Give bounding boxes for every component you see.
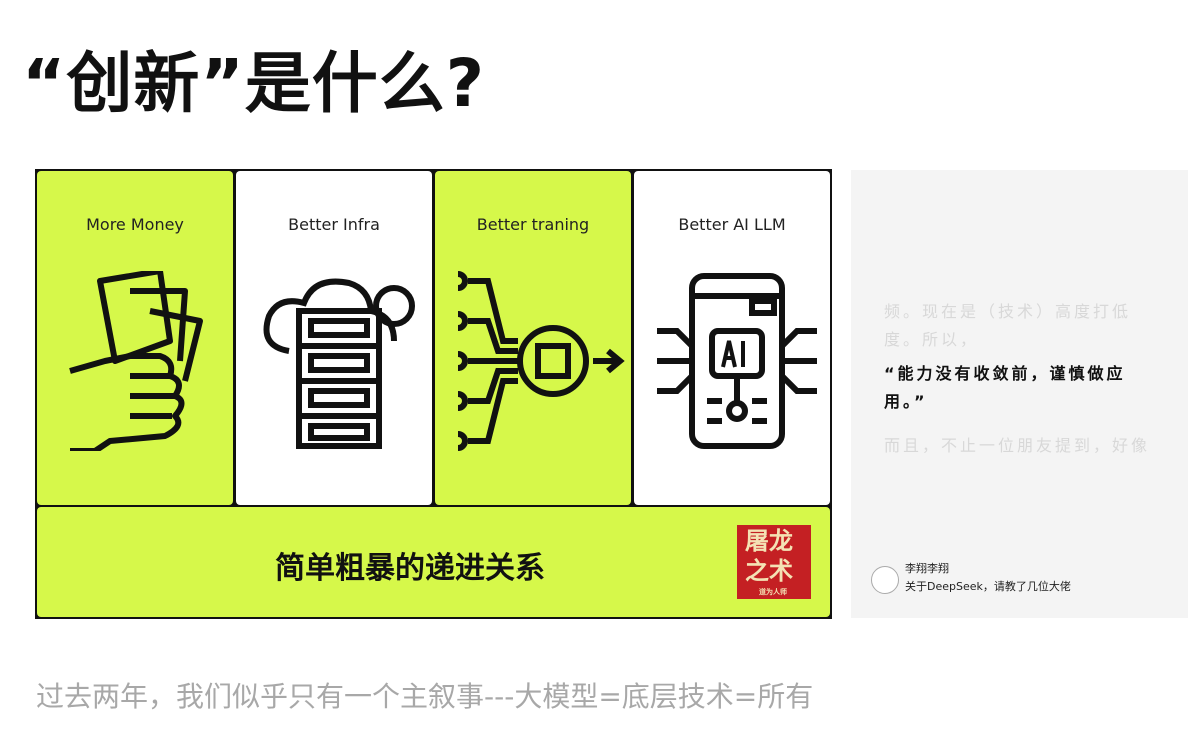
cell-label: More Money <box>86 215 184 234</box>
cell-better-ai-llm: Better AI LLM <box>634 171 830 505</box>
ai-phone-icon <box>657 273 817 449</box>
faint-text-top: 频。现在是（技术）高度打低度。所以， <box>884 302 1132 349</box>
stamp-text: 道为人师 <box>759 588 787 596</box>
quote-text: “能力没有收敛前，谨慎做应用。” <box>884 364 1126 411</box>
logo-stamp: 屠龙 之术 道为人师 <box>737 525 811 599</box>
page-title: “创新”是什么? <box>22 45 486 122</box>
cell-better-training: Better traning <box>435 171 631 505</box>
cell-better-infra: Better Infra <box>236 171 432 505</box>
cell-label: Better AI LLM <box>678 215 786 234</box>
caption: 过去两年，我们似乎只有一个主叙事---大模型=底层技术=所有 <box>36 680 814 713</box>
chip-network-icon <box>458 271 625 451</box>
summary-text: 简单粗暴的递进关系 <box>275 551 545 586</box>
stamp-text: 屠龙 <box>745 527 793 555</box>
summary-bar: 简单粗暴的递进关系 屠龙 之术 道为人师 <box>37 507 830 617</box>
cell-more-money: More Money <box>37 171 233 505</box>
cell-label: Better traning <box>476 215 590 234</box>
money-fist-icon <box>69 271 203 451</box>
author-name: 李翔李翔 <box>905 562 949 575</box>
article-title[interactable]: 关于DeepSeek，请教了几位大佬 <box>905 580 1071 593</box>
stamp-text: 之术 <box>745 557 793 585</box>
article-card[interactable]: 频。现在是（技术）高度打低度。所以， “能力没有收敛前，谨慎做应用。” 而且，不… <box>851 170 1188 618</box>
cell-label: Better Infra <box>288 215 380 234</box>
avatar <box>871 566 899 594</box>
progression-diagram: More Money Better Infra Better traning B… <box>35 169 832 619</box>
cloud-server-icon <box>263 278 415 449</box>
faint-text-bottom: 而且，不止一位朋友提到，好像 <box>884 436 1151 455</box>
